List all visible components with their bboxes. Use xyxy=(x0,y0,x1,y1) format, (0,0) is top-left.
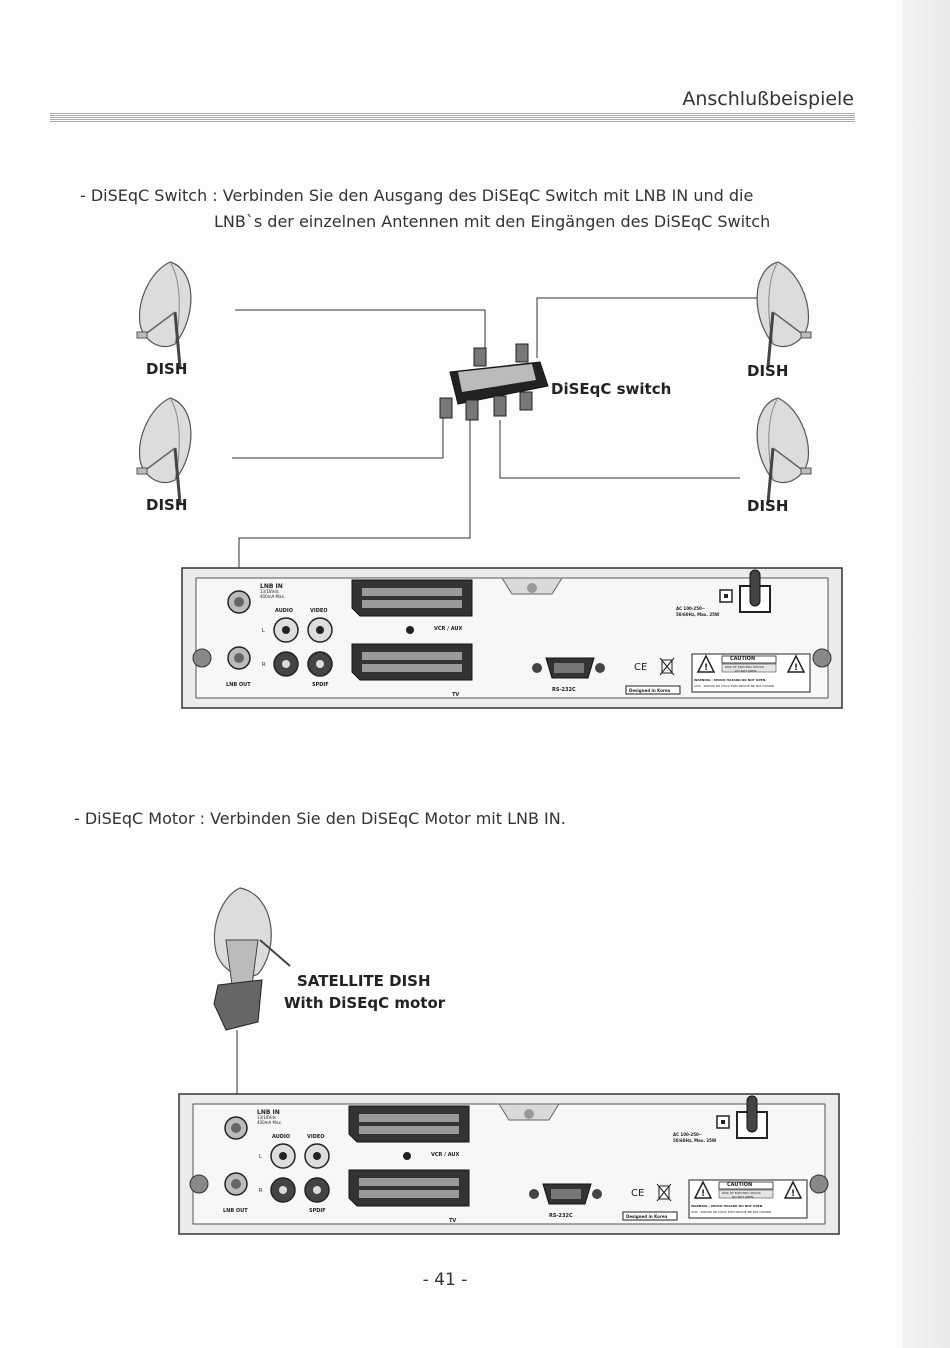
diseqc-motor-instruction: - DiSEqC Motor : Verbinden Sie den DiSEq… xyxy=(74,809,566,828)
dish-label-bottom-left: DISH xyxy=(146,496,188,514)
diseqc-switch-device xyxy=(439,343,549,421)
page-header-title: Anschlußbeispiele xyxy=(682,88,854,110)
tv-label: TV xyxy=(449,1218,457,1224)
rs232c-label: RS-232C xyxy=(549,1213,573,1219)
dish-label-top-left: DISH xyxy=(146,360,188,378)
satellite-dish-bottom-left xyxy=(135,396,193,505)
motor-dish-label-line1: SATELLITE DISH xyxy=(297,972,431,990)
caution-sub-label-2: DO NOT OPEN xyxy=(735,669,757,673)
vcr-aux-label: VCR / AUX xyxy=(431,1152,460,1158)
left-audio-label: L xyxy=(259,1154,262,1160)
dish-label-bottom-right: DISH xyxy=(747,497,789,515)
ce-mark: CE xyxy=(631,1188,645,1199)
tv-label: TV xyxy=(452,692,460,698)
ac-power-label-2: 50/60Hz, Max. 25W xyxy=(673,1138,717,1143)
left-audio-label: L xyxy=(262,628,265,634)
caution-label: CAUTION xyxy=(727,1182,753,1188)
motorized-satellite-dish xyxy=(213,887,291,1031)
spdif-label: SPDIF xyxy=(312,682,329,688)
designed-in-korea-label: Designed in Korea xyxy=(629,688,671,693)
designed-in-korea-label: Designed in Korea xyxy=(626,1214,668,1219)
rs232c-label: RS-232C xyxy=(552,687,576,693)
receiver-1-labels: LNB IN 13/18Vdc 400mA Max. AUDIO VIDEO L… xyxy=(182,568,842,708)
right-audio-label: R xyxy=(259,1188,263,1194)
diseqc-switch-instruction-line1: - DiSEqC Switch : Verbinden Sie den Ausg… xyxy=(80,186,754,205)
motor-dish-label-line2: With DiSEqC motor xyxy=(284,994,446,1012)
dish-label-top-right: DISH xyxy=(747,362,789,380)
ac-power-label-2: 50/60Hz, Max. 25W xyxy=(676,612,720,617)
video-label: VIDEO xyxy=(307,1134,325,1140)
caution-label: CAUTION xyxy=(730,656,756,662)
ac-power-label: AC 100-250~ xyxy=(676,606,706,611)
audio-label: AUDIO xyxy=(275,608,294,614)
lnb-spec-label-2: 400mA Max. xyxy=(257,1120,283,1125)
satellite-dish-top-right xyxy=(755,260,813,369)
avis-label: AVIS : RISQUE DE CHOC ÉLECTRIQUE-NE PAS … xyxy=(691,1210,771,1214)
spdif-label: SPDIF xyxy=(309,1208,326,1214)
lnb-out-label: LNB OUT xyxy=(223,1208,248,1214)
lnb-spec-label-2: 400mA Max. xyxy=(260,594,286,599)
caution-sub-label-2: DO NOT OPEN xyxy=(732,1195,754,1199)
ce-mark: CE xyxy=(634,662,648,673)
header-rule xyxy=(50,113,855,123)
satellite-dish-top-left xyxy=(135,260,193,369)
vcr-aux-label: VCR / AUX xyxy=(434,626,463,632)
lnb-out-label: LNB OUT xyxy=(226,682,251,688)
video-label: VIDEO xyxy=(310,608,328,614)
receiver-2-labels: LNB IN 13/18Vdc 400mA Max. AUDIO VIDEO L… xyxy=(179,1094,839,1234)
diseqc-switch-label: DiSEqC switch xyxy=(551,380,672,398)
lnb-spec-label: 13/18Vdc xyxy=(260,589,280,594)
audio-label: AUDIO xyxy=(272,1134,291,1140)
lnb-in-label: LNB IN xyxy=(257,1109,280,1116)
satellite-dish-bottom-right xyxy=(755,396,813,505)
page-edge-shadow xyxy=(902,0,950,1348)
page-number: - 41 - xyxy=(422,1270,468,1290)
right-audio-label: R xyxy=(262,662,266,668)
caution-sub-label: RISK OF ELECTRIC SHOCK xyxy=(725,665,764,669)
warning-label: WARNING : SHOCK HAZARD DO NOT OPEN. xyxy=(694,678,767,682)
lnb-in-label: LNB IN xyxy=(260,583,283,590)
caution-sub-label: RISK OF ELECTRIC SHOCK xyxy=(722,1191,761,1195)
warning-label: WARNING : SHOCK HAZARD DO NOT OPEN. xyxy=(691,1204,764,1208)
diseqc-switch-instruction-line2: LNB`s der einzelnen Antennen mit den Ein… xyxy=(214,212,771,231)
lnb-spec-label: 13/18Vdc xyxy=(257,1115,277,1120)
avis-label: AVIS : RISQUE DE CHOC ÉLECTRIQUE-NE PAS … xyxy=(694,684,774,688)
ac-power-label: AC 100-250~ xyxy=(673,1132,703,1137)
